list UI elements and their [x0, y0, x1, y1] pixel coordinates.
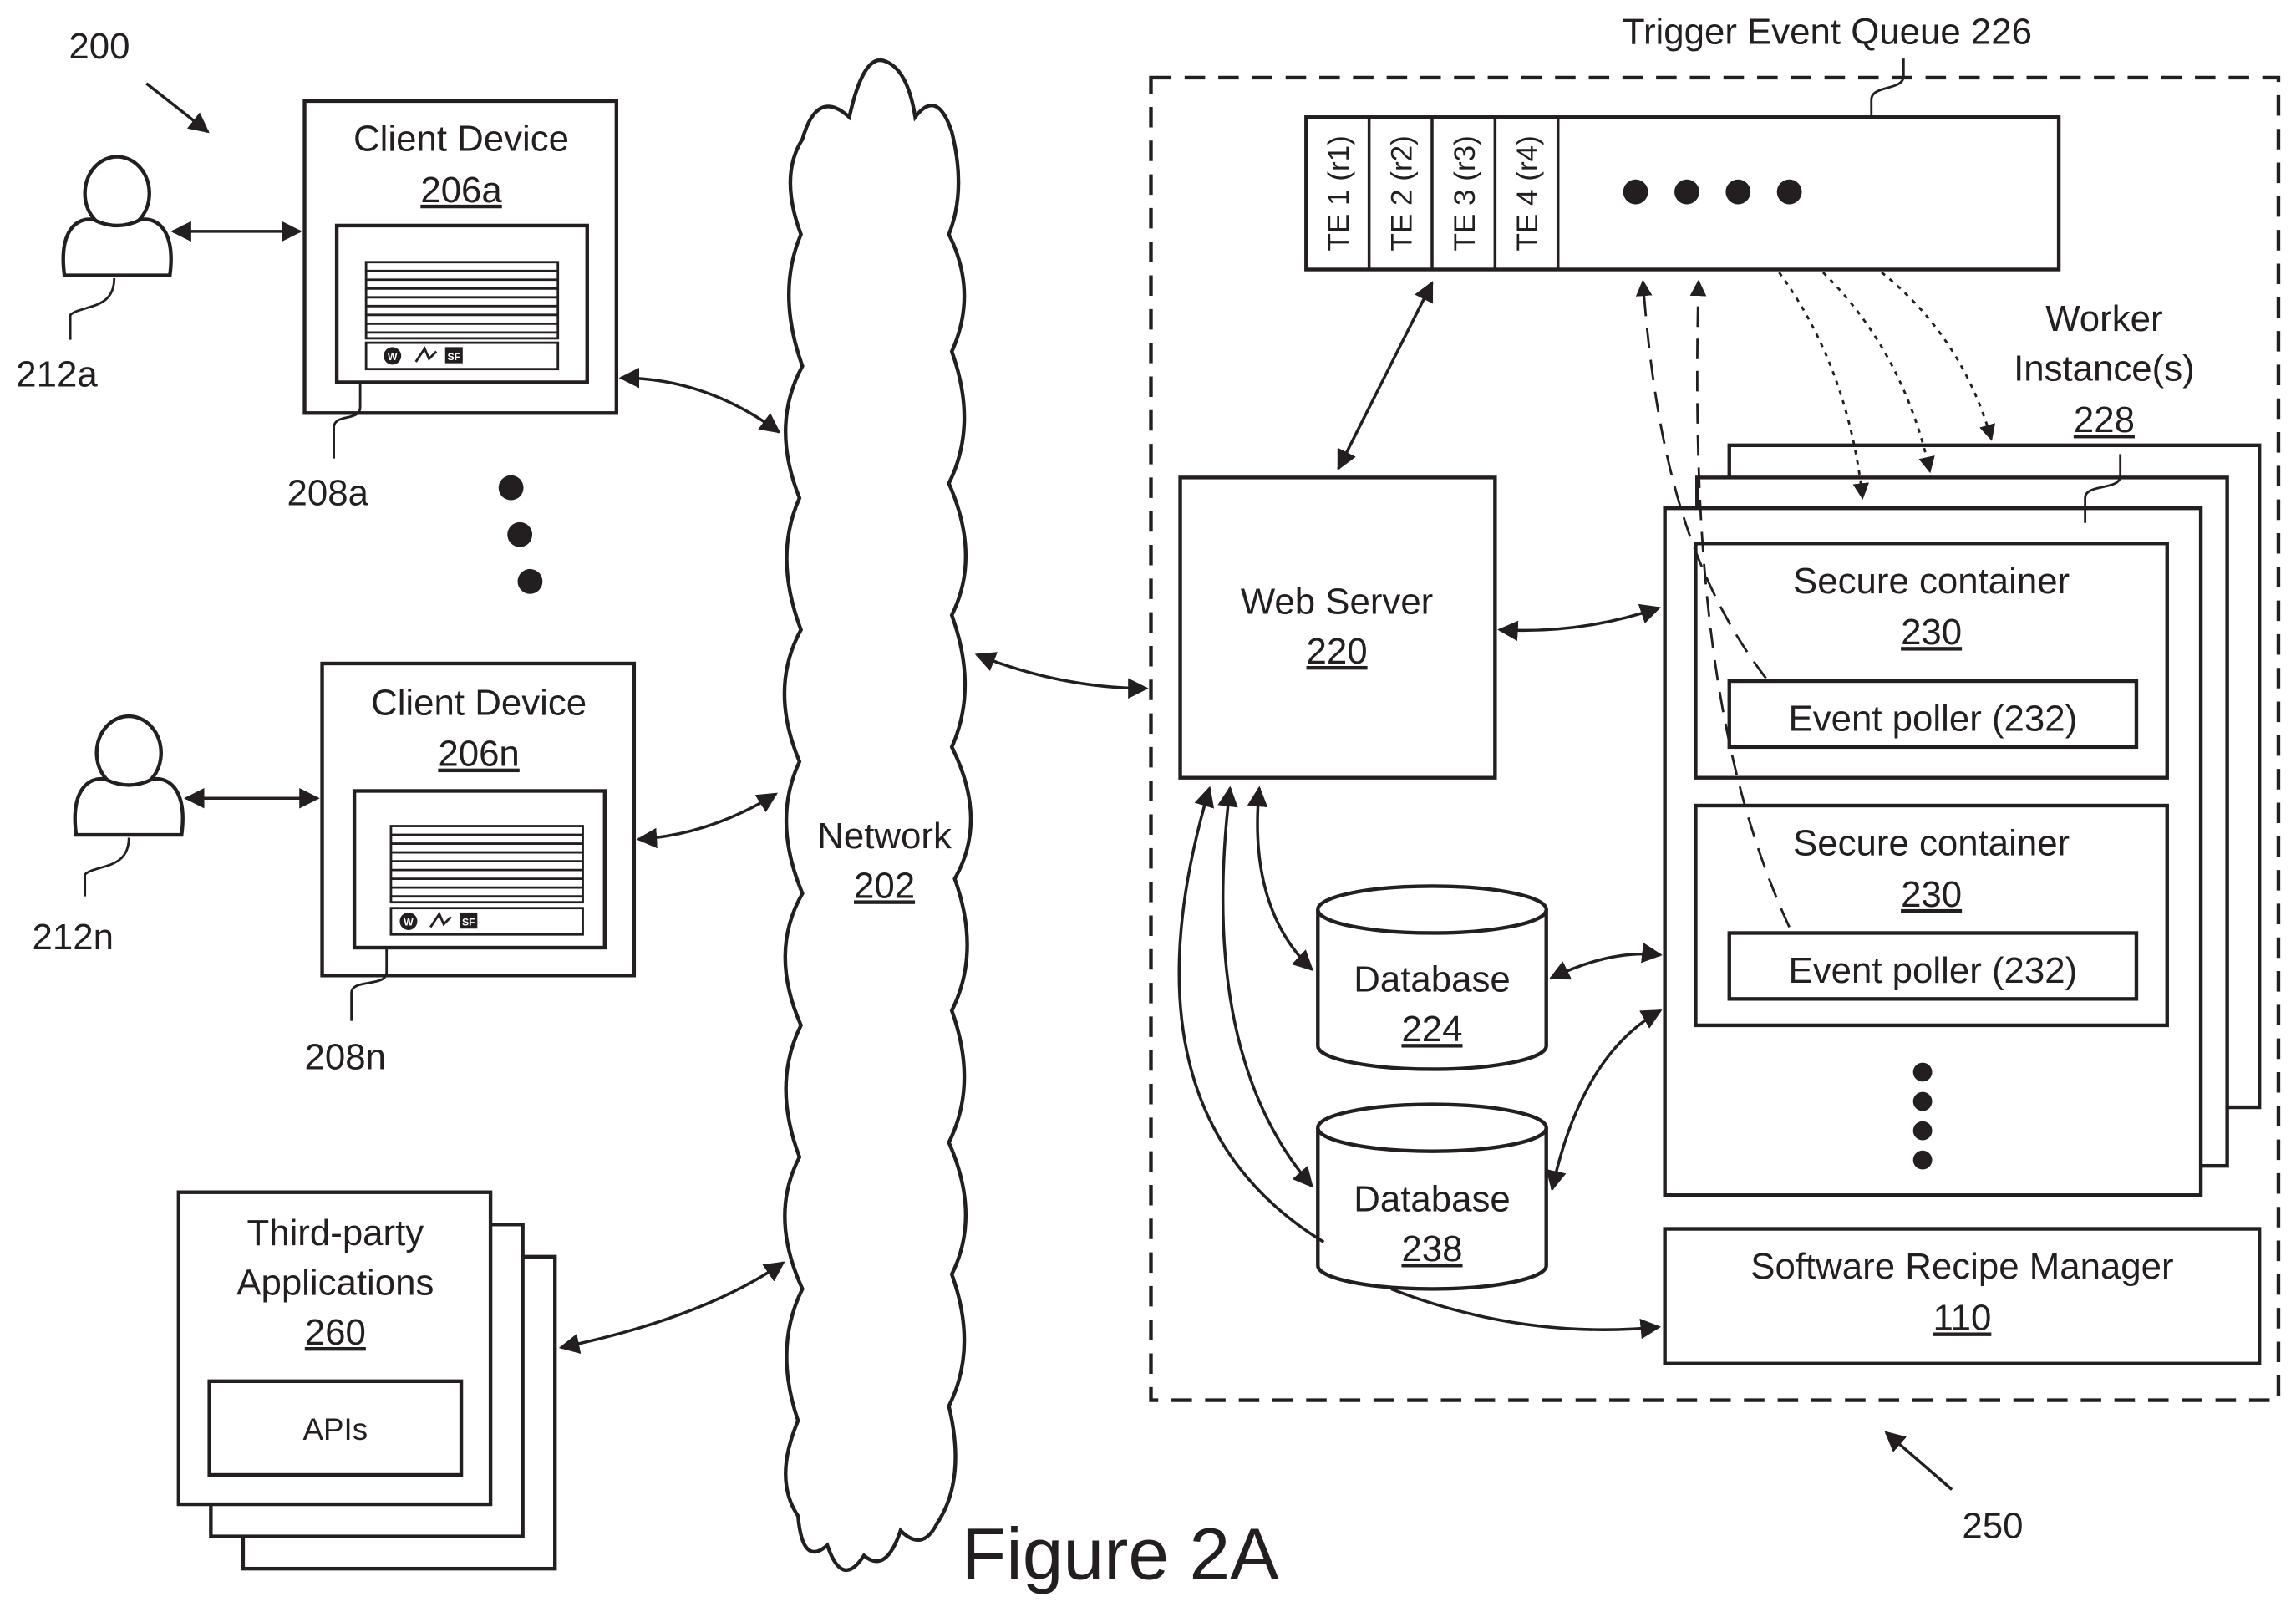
- third-party-applications: Third-party Applications 260 APIs: [179, 1192, 555, 1569]
- figure-title: Figure 2A: [962, 1513, 1279, 1594]
- queue-cell-2: TE 2 (r2): [1385, 135, 1418, 251]
- database-224-ref: 224: [1401, 1009, 1462, 1050]
- user-n: 212n: [33, 716, 318, 958]
- app-a-ref: 208a: [287, 473, 369, 514]
- client-device-a: Client Device 206a W SF 208a: [287, 101, 617, 514]
- network-system-arrow-icon: [977, 654, 1146, 688]
- trigger-event-queue: Trigger Event Queue 226 TE 1 (r1) TE 2 (…: [1306, 12, 2059, 270]
- client-device-a-title: Client Device: [353, 119, 569, 160]
- client-device-n: Client Device 206n W SF 208n: [305, 664, 634, 1078]
- database-238-title: Database: [1354, 1178, 1510, 1219]
- user-n-ref: 212n: [33, 917, 114, 958]
- web-server-title: Web Server: [1241, 581, 1433, 622]
- secure-container-1-title: Secure container: [1793, 561, 2070, 602]
- secure-container-1-ref: 230: [1901, 612, 1962, 653]
- figure-ref-200: 200: [69, 26, 207, 132]
- client-a-network-arrow-icon: [621, 378, 779, 432]
- apis-label: APIs: [302, 1412, 368, 1447]
- queue-cell-3: TE 3 (r3): [1449, 135, 1481, 251]
- webserver-db224-arrow-icon: [1257, 788, 1312, 969]
- third-party-ref: 260: [305, 1312, 366, 1353]
- user-a-ref: 212a: [16, 354, 98, 395]
- user-a: 212a: [16, 157, 300, 395]
- svg-text:W: W: [404, 917, 414, 928]
- queue-worker-arrow-3-icon: [1882, 272, 1991, 440]
- secure-container-2-ref: 230: [1901, 874, 1962, 915]
- client-device-a-ref: 206a: [420, 170, 502, 211]
- system-ref-250: 250: [1886, 1432, 2023, 1546]
- db238-worker-arrow-icon: [1552, 1010, 1661, 1189]
- figure-ref-arrow-icon: [146, 84, 208, 132]
- user-a-leader: [70, 278, 114, 340]
- client-device-n-title: Client Device: [371, 682, 587, 723]
- user-n-leader: [85, 838, 130, 897]
- svg-text:SF: SF: [447, 351, 460, 363]
- software-recipe-manager: Software Recipe Manager 110: [1665, 1229, 2260, 1364]
- queue-webserver-arrow-icon: [1338, 282, 1432, 469]
- secure-container-2-title: Secure container: [1793, 823, 2070, 864]
- user-icon: [75, 716, 183, 835]
- web-server: Web Server 220: [1181, 477, 1496, 777]
- webserver-db238-arrow-icon: [1223, 788, 1313, 1187]
- third-party-title-1: Third-party: [246, 1213, 424, 1253]
- db224-worker-arrow-icon: [1551, 954, 1660, 979]
- ellipsis-icon: [499, 475, 543, 594]
- queue-cell-1: TE 1 (r1): [1323, 135, 1355, 251]
- system-ref-arrow-icon: [1886, 1432, 1952, 1489]
- db238-recipe-arrow-icon: [1391, 1289, 1659, 1330]
- web-server-ref: 220: [1307, 631, 1368, 672]
- worker-title-2: Instance(s): [2014, 348, 2195, 389]
- queue-title: Trigger Event Queue 226: [1623, 12, 2032, 53]
- worker-ref: 228: [2074, 399, 2135, 440]
- figure-ref-label: 200: [69, 26, 130, 67]
- svg-text:W: W: [388, 351, 398, 363]
- worker-title-1: Worker: [2045, 298, 2162, 339]
- queue-cell-4: TE 4 (r4): [1511, 135, 1544, 251]
- network-ref: 202: [854, 865, 915, 906]
- network-cloud: Network 202: [785, 60, 971, 1570]
- event-poller-1-label: Event poller (232): [1789, 699, 2078, 740]
- client-device-n-ref: 206n: [438, 734, 519, 775]
- recipe-manager-title: Software Recipe Manager: [1750, 1246, 2173, 1287]
- network-title: Network: [817, 816, 952, 857]
- database-224-title: Database: [1354, 959, 1510, 1000]
- webserver-worker-arrow-icon: [1500, 608, 1659, 630]
- database-224: Database 224: [1318, 886, 1546, 1069]
- app-n-ref: 208n: [305, 1036, 386, 1077]
- recipe-manager-ref: 110: [1933, 1297, 1992, 1338]
- secure-container-1: Secure container 230 Event poller (232): [1695, 543, 2166, 777]
- svg-text:SF: SF: [462, 917, 475, 928]
- system-ref-label: 250: [1962, 1505, 2023, 1546]
- user-icon: [63, 157, 171, 276]
- database-238-ref: 238: [1401, 1228, 1462, 1269]
- event-poller-2-label: Event poller (232): [1789, 950, 2078, 991]
- third-party-title-2: Applications: [236, 1262, 434, 1303]
- client-n-network-arrow-icon: [638, 794, 776, 839]
- secure-container-2: Secure container 230 Event poller (232): [1695, 806, 2166, 1025]
- database-238: Database 238: [1318, 1105, 1546, 1289]
- third-party-network-arrow-icon: [561, 1263, 783, 1348]
